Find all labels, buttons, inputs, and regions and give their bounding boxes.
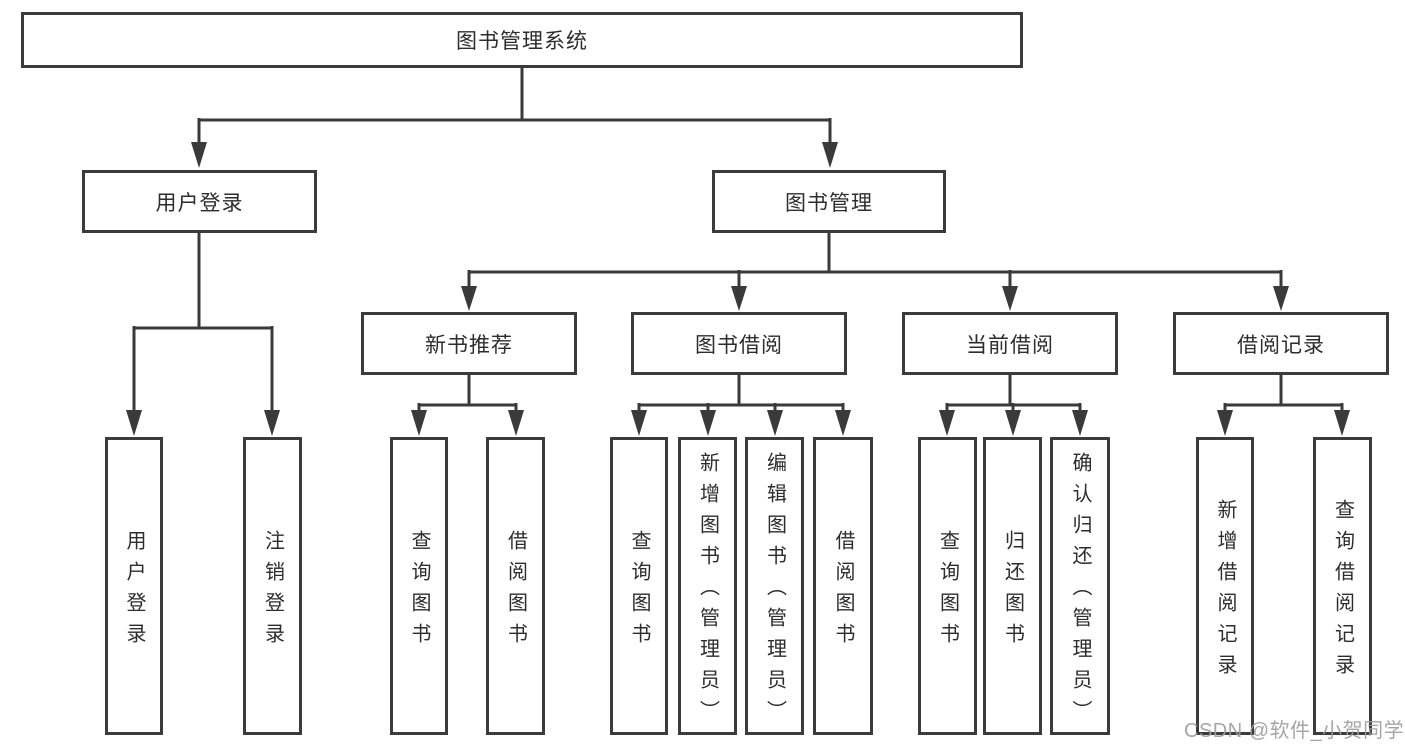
leaf-current-query-books-label: 查询图书: [936, 529, 959, 654]
connector-current-borrowing-lines: [945, 375, 1082, 412]
leaf-borrow-borrow-books-label: 借阅图书: [832, 529, 854, 654]
leaf-borrow-query-books: 查询图书: [610, 437, 668, 735]
connector-book-borrowing-lines: [637, 375, 845, 412]
node-new-book-recommend: 新书推荐: [361, 312, 577, 375]
leaf-current-return-books-label: 归还图书: [1001, 529, 1024, 654]
leaf-current-query-books: 查询图书: [918, 437, 977, 735]
leaf-records-add-record-label: 新增借阅记录: [1214, 498, 1236, 685]
connector-borrowing-records-arrowheads: [1217, 410, 1350, 436]
leaf-records-query-record-label: 查询借阅记录: [1331, 498, 1354, 685]
connector-root-arrowheads: [191, 142, 838, 168]
leaf-borrow-add-books-admin: 新增图书（管理员）: [678, 437, 737, 735]
connector-book-management-arrowheads: [461, 286, 1289, 311]
connector-new-book-recommend-lines: [417, 375, 518, 412]
connector-root-lines: [197, 68, 832, 146]
connector-user-login-lines: [132, 233, 274, 412]
leaf-newbooks-borrow-books-label: 借阅图书: [504, 529, 527, 654]
leaf-user-login: 用户登录: [105, 437, 163, 735]
connector-book-borrowing-arrowheads: [631, 410, 851, 436]
connector-borrowing-records-lines: [1223, 375, 1344, 412]
leaf-borrow-query-books-label: 查询图书: [628, 529, 650, 654]
leaf-logout-login: 注销登录: [243, 437, 302, 735]
node-user-login: 用户登录: [82, 170, 317, 233]
connector-user-login-arrowheads: [126, 410, 280, 436]
node-borrowing-records-label: 借阅记录: [1237, 333, 1325, 357]
leaf-newbooks-query-books-label: 查询图书: [408, 529, 430, 654]
node-root-label: 图书管理系统: [456, 30, 588, 53]
leaf-newbooks-query-books: 查询图书: [390, 437, 448, 735]
leaf-current-return-books: 归还图书: [983, 437, 1042, 735]
connector-new-book-recommend-arrowheads: [411, 410, 524, 436]
leaf-borrow-edit-books-admin: 编辑图书（管理员）: [745, 437, 804, 735]
leaf-logout-login-label: 注销登录: [261, 529, 284, 654]
leaf-records-add-record: 新增借阅记录: [1196, 437, 1254, 735]
leaf-borrow-add-books-admin-label: 新增图书（管理员）: [696, 452, 719, 731]
node-user-login-label: 用户登录: [155, 191, 244, 215]
node-book-borrowing-label: 图书借阅: [695, 333, 783, 357]
node-new-book-recommend-label: 新书推荐: [425, 333, 513, 357]
node-borrowing-records: 借阅记录: [1173, 312, 1389, 375]
csdn-watermark: CSDN @软件_小贺同学: [1184, 720, 1405, 742]
leaf-borrow-borrow-books: 借阅图书: [813, 437, 873, 735]
leaf-current-confirm-return-admin-label: 确认归还（管理员）: [1069, 452, 1091, 731]
connector-book-management-lines: [467, 233, 1283, 288]
connector-current-borrowing-arrowheads: [939, 410, 1088, 436]
node-root: 图书管理系统: [21, 12, 1023, 68]
leaf-records-query-record: 查询借阅记录: [1313, 437, 1372, 735]
leaf-borrow-edit-books-admin-label: 编辑图书（管理员）: [763, 452, 786, 731]
node-book-management: 图书管理: [712, 170, 946, 233]
leaf-user-login-label: 用户登录: [123, 529, 145, 654]
leaf-current-confirm-return-admin: 确认归还（管理员）: [1050, 437, 1110, 735]
node-book-borrowing: 图书借阅: [631, 312, 847, 375]
leaf-newbooks-borrow-books: 借阅图书: [486, 437, 545, 735]
node-current-borrowing: 当前借阅: [902, 312, 1118, 375]
node-book-management-label: 图书管理: [785, 191, 873, 215]
node-current-borrowing-label: 当前借阅: [966, 333, 1054, 357]
